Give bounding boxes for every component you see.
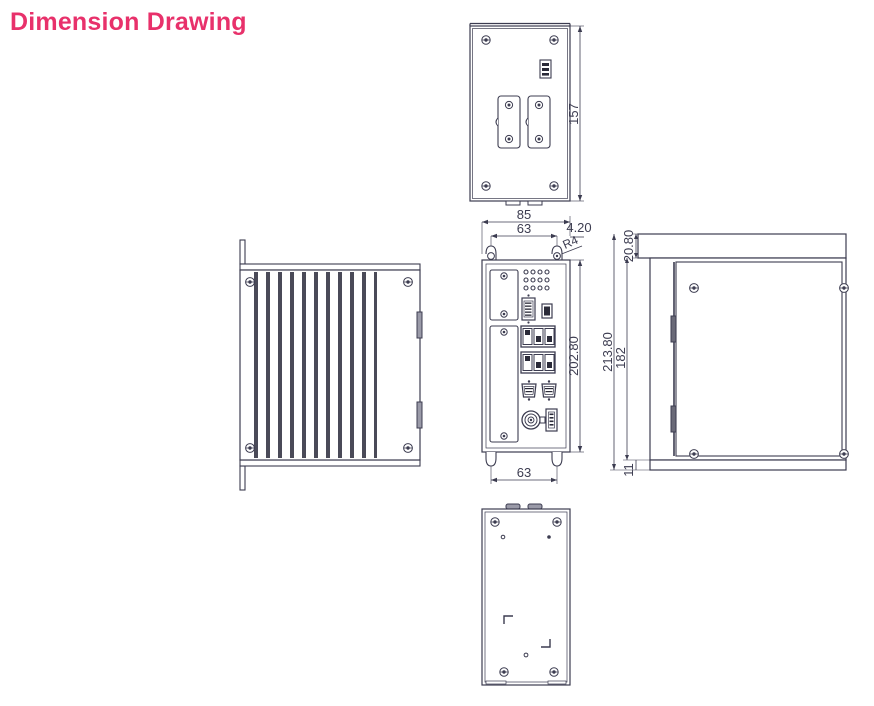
expansion-plate-upper — [489, 269, 519, 321]
mounting-ears-top — [482, 245, 570, 261]
lan-usb-port-block-lower — [520, 351, 556, 374]
bottom-view-inner-outline — [484, 511, 568, 683]
dimension-157-label: 157 — [566, 103, 581, 125]
dimension-2080: 20.80 — [621, 230, 666, 263]
dimension-157: 157 — [566, 25, 584, 202]
terminal-block-header — [545, 408, 558, 432]
dimension-63-top-label: 63 — [517, 221, 531, 236]
bottom-view-corner-screws — [490, 517, 562, 677]
expansion-plate-lower — [489, 325, 519, 443]
top-lip — [239, 263, 421, 271]
dimension-21380-label: 213.80 — [600, 332, 615, 372]
dimension-63-bottom: 63 — [490, 465, 558, 484]
dimension-420-label: 4.20 — [566, 220, 591, 235]
center-hole — [523, 652, 529, 658]
right-view-corner-screws — [689, 283, 849, 459]
bottom-lip — [239, 459, 421, 467]
right-side-view: 20.80 213.80 182 11 — [600, 228, 856, 490]
mounting-bracket-left — [495, 95, 521, 149]
dvi-connector — [521, 294, 536, 324]
dimension-21380: 213.80 — [600, 234, 650, 471]
top-cover-lip — [637, 233, 847, 259]
mounting-ears-bottom — [485, 452, 563, 467]
dimension-11-label: 11 — [621, 463, 636, 477]
edge-slot-upper — [670, 315, 677, 343]
dimension-r4-label: R4 — [561, 233, 581, 252]
circular-power-connector — [521, 410, 546, 430]
top-view-inner-outline — [472, 28, 568, 199]
lan-usb-port-block-upper — [520, 325, 556, 348]
left-view-corner-screws — [245, 277, 413, 453]
left-heatsink-view — [228, 238, 443, 493]
front-io-view: 85 63 4.20 R4 — [462, 206, 597, 496]
edge-slot-lower — [670, 405, 677, 433]
edge-slot-upper — [416, 311, 423, 339]
mounting-flange-top — [239, 239, 246, 265]
top-view-bottom-nubs — [505, 200, 543, 206]
displayport-connector — [541, 303, 553, 319]
dimension-63-bottom-label: 63 — [517, 465, 531, 480]
front-io-inner-outline — [485, 263, 567, 449]
edge-connector-strip — [485, 680, 567, 685]
dimension-20280-label: 202.80 — [566, 336, 581, 376]
edge-slot-lower — [416, 401, 423, 429]
dimension-182-label: 182 — [613, 347, 628, 369]
page-title: Dimension Drawing — [10, 8, 247, 36]
top-view: 157 — [462, 18, 592, 213]
corner-bracket-mark-lower-right — [541, 639, 551, 648]
bottom-view-body — [481, 508, 571, 686]
led-indicator-matrix — [523, 269, 550, 291]
bottom-base-lip — [649, 459, 847, 471]
dimension-2080-label: 20.80 — [621, 230, 636, 263]
right-view-panel — [675, 261, 843, 457]
top-view-corner-screws — [481, 35, 559, 191]
mounting-bracket-right — [525, 95, 551, 149]
dimension-85-label: 85 — [517, 207, 531, 222]
bottom-view — [462, 500, 592, 695]
front-top-dimensions: 85 63 4.20 R4 — [481, 207, 592, 256]
db9-serial-port-left — [521, 380, 537, 401]
mounting-flange-bottom — [239, 465, 246, 491]
corner-bracket-mark-upper-left — [503, 615, 513, 624]
bottom-view-top-nubs — [505, 503, 543, 510]
db9-serial-port-right — [541, 380, 557, 401]
dimension-20280: 202.80 — [566, 259, 584, 453]
small-hole-right — [547, 535, 551, 539]
dimension-11: 11 — [621, 460, 637, 477]
dimension-182: 182 — [613, 258, 650, 461]
small-hole-left — [500, 534, 506, 540]
heatsink-fins — [254, 272, 377, 458]
right-view-body — [649, 257, 847, 461]
pin-header-connector — [539, 59, 552, 79]
